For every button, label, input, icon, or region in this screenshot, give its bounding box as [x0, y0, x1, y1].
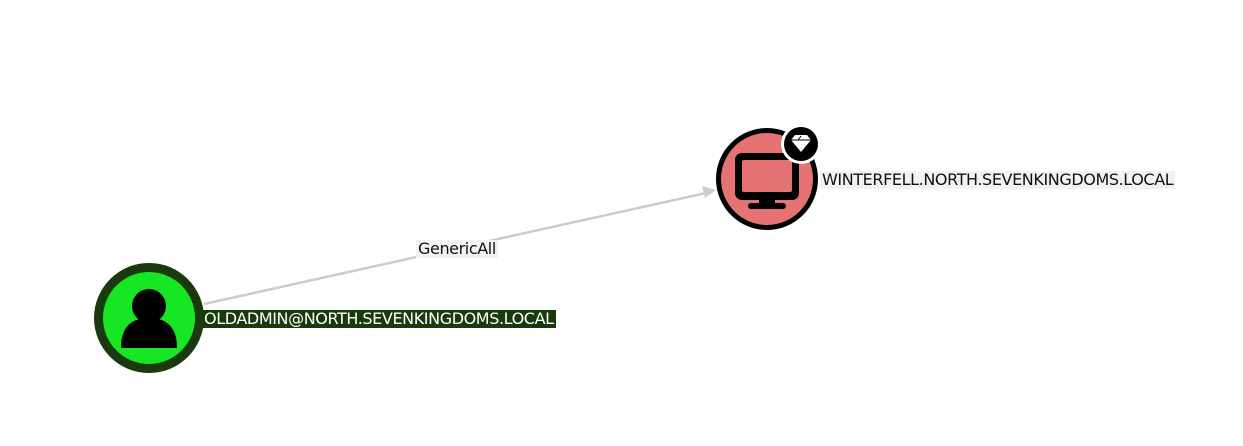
node-label-user[interactable]: OLDADMIN@NORTH.SEVENKINGDOMS.LOCAL: [202, 309, 556, 328]
edge-label: GenericAll: [416, 239, 498, 258]
node-computer[interactable]: [716, 124, 821, 230]
gem-icon: [791, 135, 811, 152]
node-label-computer[interactable]: WINTERFELL.NORTH.SEVENKINGDOMS.LOCAL: [820, 170, 1176, 189]
gem-badge: [781, 124, 821, 164]
user-icon: [121, 289, 177, 348]
node-user[interactable]: [94, 263, 204, 373]
computer-icon: [735, 153, 799, 209]
arrowhead-icon: [702, 186, 716, 198]
